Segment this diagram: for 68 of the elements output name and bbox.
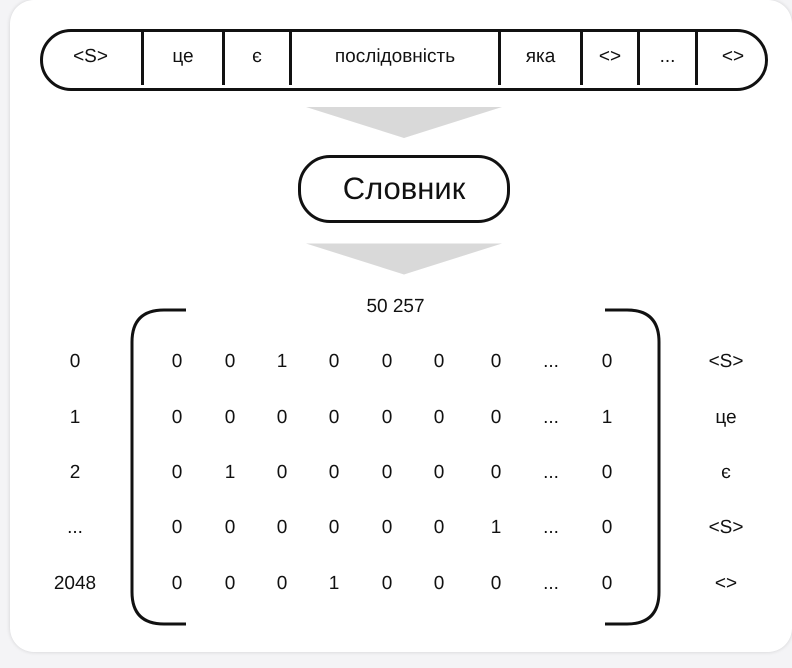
matrix-value: 0 [602,573,612,595]
matrix-value: 0 [434,462,444,484]
matrix-value: 1 [328,573,340,595]
row-index: 2048 [54,573,96,595]
token-label: <S> [708,351,744,373]
matrix-value: 0 [328,462,340,484]
matrix-value: 0 [490,351,502,373]
matrix-value: ... [543,517,559,539]
token: є [222,29,289,85]
matrix-value: 0 [382,462,392,484]
row-index: 2 [70,462,80,484]
matrix-value: 1 [276,351,288,373]
token: <> [580,29,637,85]
matrix-value: 0 [382,517,392,539]
matrix-value: 0 [172,351,182,373]
matrix-value: 1 [490,517,502,539]
matrix-value: 0 [172,517,182,539]
matrix-value: 0 [276,462,288,484]
matrix-value: ... [543,462,559,484]
matrix-value: 0 [490,573,502,595]
matrix-value: 0 [434,407,444,429]
matrix-value: 0 [224,351,236,373]
matrix-value: 1 [602,407,612,429]
token: <> [695,29,768,85]
row-index: ... [67,517,83,539]
token-label: <S> [708,517,744,539]
token: яка [498,29,580,85]
matrix-value: 0 [490,407,502,429]
matrix-value: 0 [276,573,288,595]
matrix-value: 0 [382,573,392,595]
matrix-value: 0 [224,517,236,539]
matrix-value: 0 [328,351,340,373]
token-strip [40,29,768,91]
matrix-value: 0 [224,573,236,595]
matrix-value: 0 [434,517,444,539]
matrix-value: ... [543,573,559,595]
matrix-value: 0 [434,351,444,373]
matrix-value: 0 [602,351,612,373]
matrix-value: 0 [172,573,182,595]
vocabulary-box: Словник [298,155,510,223]
matrix-value: 1 [224,462,236,484]
matrix-value: ... [543,407,559,429]
matrix-value: 0 [224,407,236,429]
arrow [306,106,502,138]
matrix-value: 0 [172,407,182,429]
row-index: 1 [70,407,80,429]
token-label: є [721,462,731,484]
matrix-value: 0 [328,407,340,429]
matrix-value: 0 [490,462,502,484]
arrow [306,243,502,275]
matrix-value: 0 [434,573,444,595]
token: ... [637,29,695,85]
matrix-value: 0 [602,517,612,539]
token-label: <> [714,573,738,595]
matrix-value: 0 [328,517,340,539]
token: послідовність [289,29,498,85]
matrix-value: 0 [172,462,182,484]
token: <S> [40,29,141,85]
token: це [141,29,222,85]
matrix-value: 0 [382,407,392,429]
row-index: 0 [70,351,80,373]
matrix-value: ... [543,351,559,373]
matrix-value: 0 [602,462,612,484]
token-label: це [715,407,737,429]
matrix-value: 0 [276,517,288,539]
dimension-label: 50 257 [366,296,425,318]
matrix-value: 0 [382,351,392,373]
matrix-value: 0 [276,407,288,429]
